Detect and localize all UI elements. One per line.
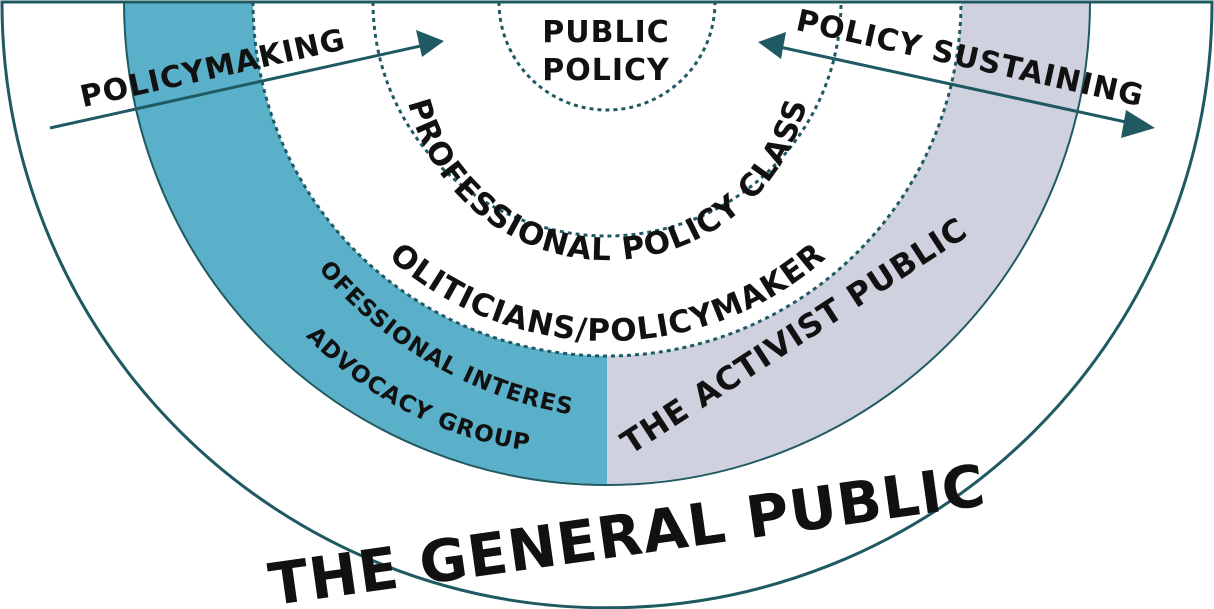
policymaking-arrow-line xyxy=(49,43,426,130)
activist-band xyxy=(607,2,1090,484)
policy-sustaining-arrowhead-left-icon xyxy=(758,32,786,59)
policy-sustaining-arrowhead-right-icon xyxy=(1121,110,1155,138)
public-policy-label-line2: POLICY xyxy=(542,53,670,88)
advocacy-band xyxy=(124,2,607,484)
policy-sustaining-arrow-line xyxy=(774,44,1136,126)
band-outer-edge xyxy=(123,1,1091,486)
politicians-ring-edge xyxy=(251,1,963,358)
policy-class-ring-edge xyxy=(371,1,843,238)
public-policy-core-edge xyxy=(497,1,717,112)
policymaking-arrowhead-icon xyxy=(416,30,444,57)
public-policy-label-line1: PUBLIC xyxy=(542,15,670,50)
